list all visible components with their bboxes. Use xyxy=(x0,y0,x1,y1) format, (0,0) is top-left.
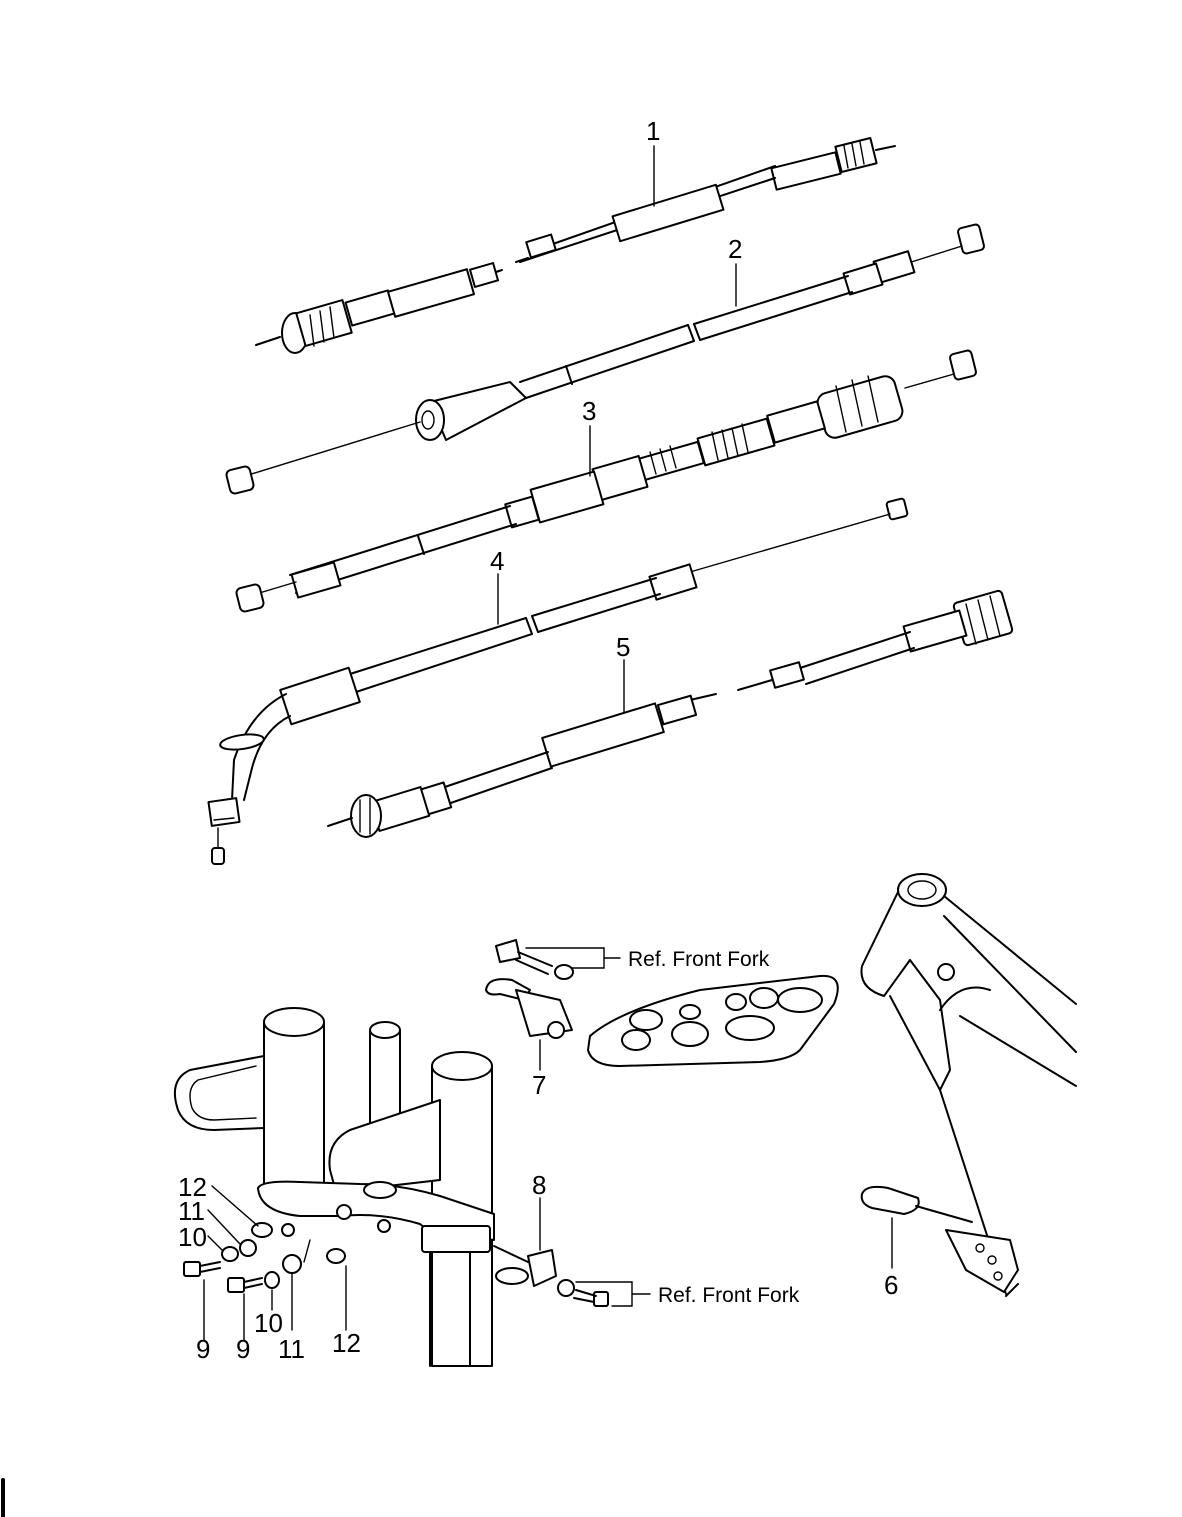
fastener-parts xyxy=(183,1222,609,1307)
callout-12-lower: 12 xyxy=(332,1328,361,1358)
callout-labels: 1 2 3 4 5 6 7 8 9 9 10 10 11 11 12 12 Re… xyxy=(178,116,898,1364)
frame-headpipe xyxy=(860,873,1077,1297)
callout-8: 8 xyxy=(532,1170,546,1200)
cable-5-tachometer xyxy=(327,589,1014,838)
cable-3-clutch xyxy=(235,349,977,613)
callout-12-upper: 12 xyxy=(178,1172,207,1202)
callout-5: 5 xyxy=(616,632,630,662)
callout-11-upper: 11 xyxy=(178,1196,205,1226)
callout-1: 1 xyxy=(646,116,660,146)
callout-6: 6 xyxy=(884,1270,898,1300)
cable-1-speedometer xyxy=(255,137,896,354)
callout-9-right: 9 xyxy=(236,1334,250,1364)
callout-7: 7 xyxy=(532,1070,546,1100)
ref-front-fork-upper: Ref. Front Fork xyxy=(628,948,770,971)
callout-2: 2 xyxy=(728,234,742,264)
upper-bracket-assembly xyxy=(485,939,839,1071)
front-fork-stem-assembly xyxy=(174,1007,495,1367)
leader-lines xyxy=(203,145,893,1341)
cable-2 xyxy=(225,223,985,495)
ref-front-fork-lower: Ref. Front Fork xyxy=(658,1284,800,1307)
callout-4: 4 xyxy=(490,546,504,576)
callout-9-left: 9 xyxy=(196,1334,210,1364)
callout-11-lower: 11 xyxy=(278,1334,305,1364)
callout-10-lower: 10 xyxy=(254,1308,283,1338)
callout-3: 3 xyxy=(582,396,596,426)
callout-10-upper: 10 xyxy=(178,1222,207,1252)
cable-4-throttle xyxy=(207,497,909,865)
